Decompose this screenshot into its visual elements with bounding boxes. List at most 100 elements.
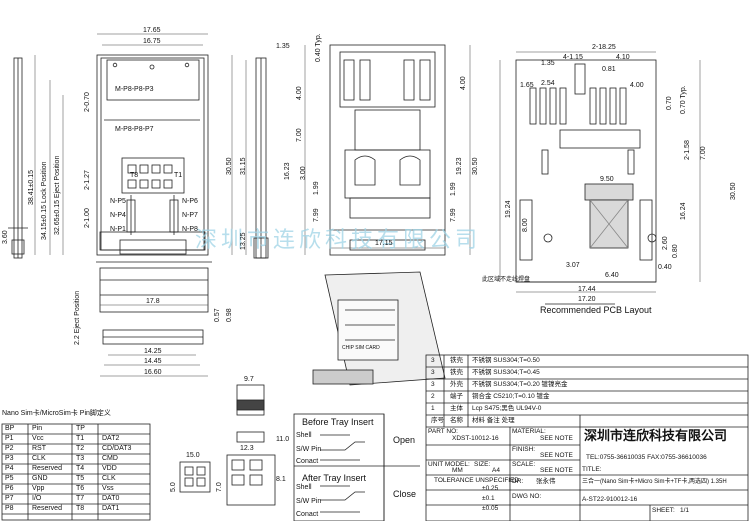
- card-dim-81: 8.1: [276, 476, 286, 483]
- tb-scale: SEE NOTE: [540, 467, 573, 474]
- tb-title-label: TITLE:: [582, 466, 602, 473]
- bottom-view: [329, 44, 446, 256]
- switch-swpin-2: S/W Pin: [296, 498, 322, 505]
- pin-cell: P7: [5, 495, 14, 502]
- dim-h4: 30.50: [226, 157, 233, 175]
- left-side-view: [8, 57, 28, 259]
- pcb-070b: 0.70: [666, 96, 673, 110]
- pin-cell: BP: [5, 425, 15, 432]
- bom-cell: 3: [431, 369, 435, 376]
- watermark: 深圳市连欣科技有限公司: [195, 228, 482, 253]
- dimension-lines: [34, 33, 701, 377]
- iso-view: [312, 271, 446, 386]
- mid-300: 3.00: [300, 166, 307, 180]
- mid-799: 7.99: [313, 208, 320, 222]
- dim-pos-a: 2-1.27: [84, 170, 91, 190]
- pin-cell: P5: [5, 475, 14, 482]
- pcb-700: 7.00: [700, 146, 707, 160]
- pcb-307: 3.07: [566, 262, 580, 269]
- switch-before-label: Before Tray Insert: [302, 417, 374, 427]
- pcb-title: Recommended PCB Layout: [540, 305, 652, 315]
- bom-cell: 不锈钢 SUS304;T=0.50: [472, 357, 540, 364]
- tb-tol-label: TOLERANCE UNSPECIFIED: [434, 477, 520, 484]
- tb-title: 三合一(Nano Sim卡+Micro Sim卡+TF卡,两选四) 1.35H: [582, 479, 727, 485]
- tb-unit-label: UNIT MODEL:: [428, 461, 470, 468]
- switch-diagrams: [293, 413, 420, 521]
- title-block-grid: [425, 354, 749, 521]
- pin-cell: CD/DAT3: [102, 445, 132, 452]
- dim-h6: 13.25: [240, 232, 247, 250]
- label-np6: N-P6: [182, 198, 198, 205]
- tb-size-label: SIZE:: [474, 461, 491, 468]
- pin-cell: T3: [76, 455, 85, 462]
- bom-cell: 外壳: [450, 381, 463, 388]
- pin-cell: T5: [76, 475, 85, 482]
- pin-cell: P2: [5, 445, 14, 452]
- dim-wb2: 14.45: [144, 358, 162, 365]
- tb-unit: MM: [452, 467, 463, 474]
- pcb-1825: 2-18.25: [592, 44, 616, 51]
- dim-wb3: 16.60: [144, 369, 162, 376]
- bom-cell: 3: [431, 381, 435, 388]
- tb-size: A4: [492, 467, 500, 474]
- card-dim-70: 7.0: [216, 482, 223, 492]
- pin-cell: Vcc: [32, 435, 44, 442]
- pin-cell: RST: [32, 445, 46, 452]
- tb-tol2: ±0.1: [482, 495, 495, 502]
- label-m-p3: M-P8-P8-P3: [115, 86, 154, 93]
- tb-dwg: A-ST22-910012-16: [582, 496, 638, 503]
- bom-cell: 3: [431, 357, 435, 364]
- pin-cell: TP: [76, 425, 85, 432]
- label-np8: N-P8: [182, 226, 198, 233]
- dim-width-top2: 16.75: [143, 38, 161, 45]
- pin-cell: P6: [5, 485, 14, 492]
- dim-h2: 34.15±0.15 Lock Position: [41, 161, 48, 240]
- bom-cell: 主体: [450, 405, 463, 412]
- switch-swpin-1: S/W Pin: [296, 446, 322, 453]
- pcb-070: 0.70 Typ.: [680, 85, 687, 114]
- pcb-1624: 16.24: [680, 202, 687, 220]
- pcb-3050: 30.50: [730, 182, 737, 200]
- pcb-081: 0.81: [602, 66, 616, 73]
- switch-open: Open: [393, 435, 416, 445]
- tb-part-no: XDST-10012-16: [452, 435, 499, 442]
- switch-contact-1: Conact: [296, 458, 319, 465]
- bom-cell: 不锈钢 SUS304;T=0.45: [472, 369, 540, 376]
- bom-cell: 不锈钢 SUS304;T=0.20 镀镍亮金: [472, 381, 568, 388]
- bom-cell: 铁壳: [450, 369, 463, 376]
- pin-cell: DAT0: [102, 495, 120, 502]
- tb-sheet: 1/1: [680, 507, 690, 514]
- pin-cell: T8: [76, 505, 85, 512]
- pin-table-title: Nano Sim卡/MicroSim卡 Pin脚定义: [2, 410, 111, 417]
- tb-scale-label: SCALE:: [512, 461, 536, 468]
- pin-cell: P4: [5, 465, 14, 472]
- tb-material-label: MATERIAL:: [512, 428, 546, 435]
- pin-cell: Reserved: [32, 505, 62, 512]
- pcb-165: 1.65: [520, 82, 534, 89]
- tb-tel: TEL:0755-36610035 FAX:0755-36610036: [586, 454, 707, 461]
- bom-cell: 端子: [450, 393, 463, 400]
- bom-cell: 铁壳: [450, 357, 463, 364]
- bom-cell: 铜合金 C5210;T=0.10 镀金: [472, 393, 550, 400]
- tb-dr: 张永伟: [536, 478, 556, 485]
- pcb-note: 此区域不走线焊盘: [482, 277, 531, 283]
- pcb-layout: [515, 59, 657, 305]
- side-view-right: [253, 57, 269, 259]
- pcb-950: 9.50: [600, 176, 614, 183]
- pin-cell: T1: [76, 435, 85, 442]
- pin-cell: Vss: [102, 485, 114, 492]
- dim-right-small: 1.35: [276, 43, 290, 50]
- pcb-080: 0.80: [672, 244, 679, 258]
- tb-finish-label: FINISH:: [512, 446, 536, 453]
- top-view: [96, 54, 209, 256]
- pcb-640: 6.40: [605, 272, 619, 279]
- mid-799b: 7.99: [450, 208, 457, 222]
- dim-pin-pitch: 2-0.70: [84, 92, 91, 112]
- pcb-1720: 17.20: [578, 296, 596, 303]
- mid-1923: 19.23: [456, 157, 463, 175]
- dim-m1: 0.57: [214, 308, 221, 322]
- card-dim-123: 12.3: [240, 445, 254, 452]
- bom-cell: 2: [431, 393, 435, 400]
